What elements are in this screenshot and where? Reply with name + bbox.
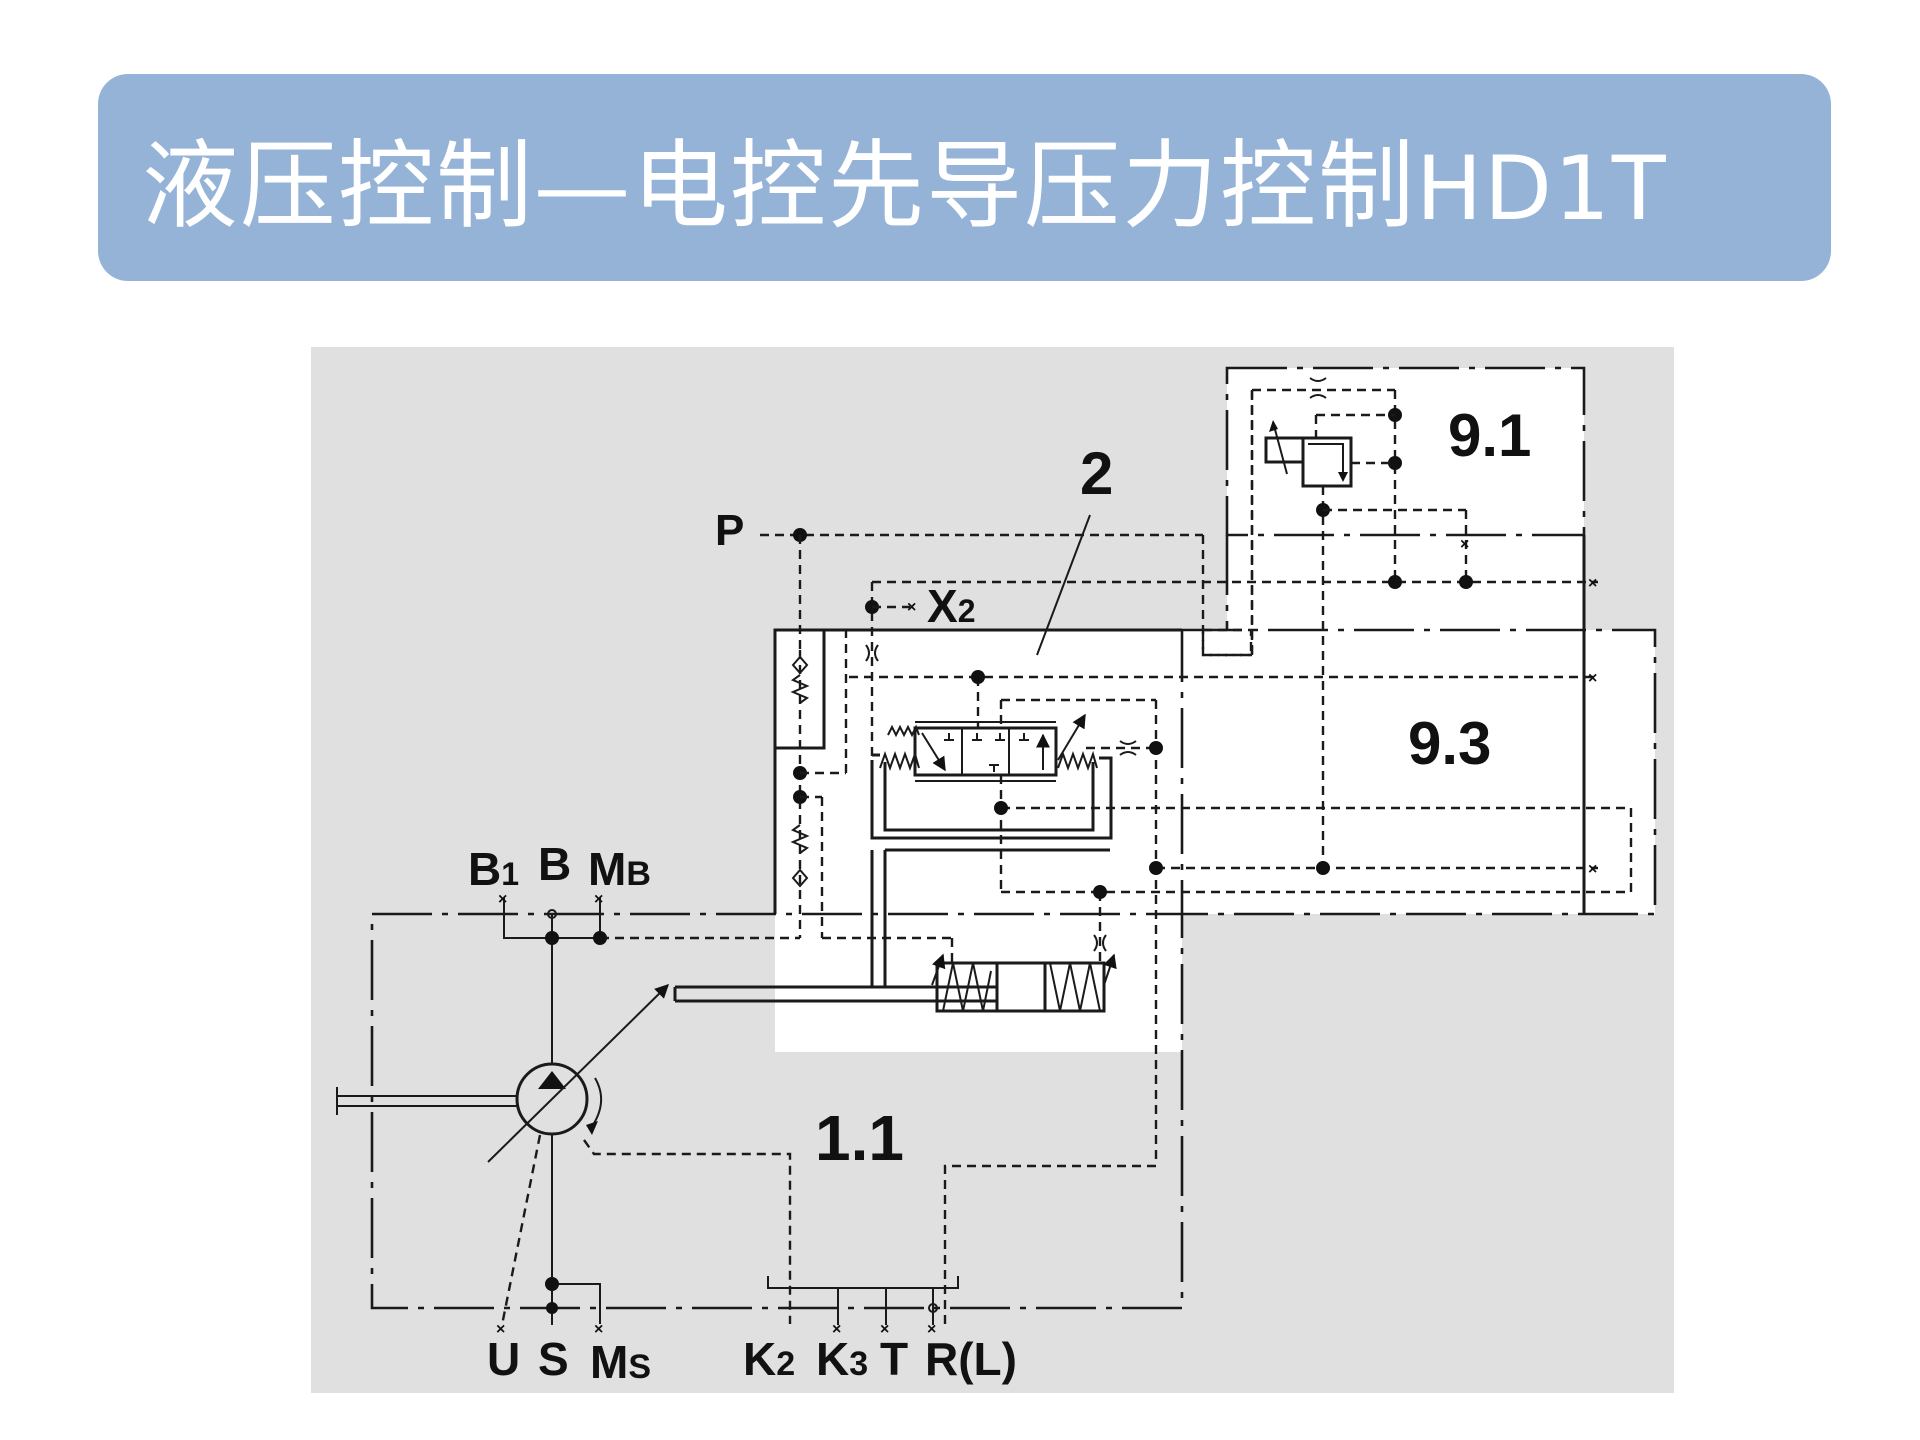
title-cjk: 液压控制—电控先导压力控制 (142, 130, 1416, 242)
port-k3-label: K3 (816, 1333, 868, 1385)
port-ms-sub: S (628, 1348, 651, 1386)
spring-icon (1057, 750, 1098, 771)
check-valve-column (600, 628, 954, 963)
port-b1-sub: 1 (501, 856, 519, 892)
port-b1-main: B (468, 843, 501, 895)
title-banner: 液压控制—电控先导压力控制HD1T (98, 74, 1831, 281)
port-k3-main: K (816, 1333, 849, 1385)
port-x-marker: × (1588, 670, 1597, 687)
orifice-icon (1093, 934, 1107, 952)
port-x2-sub: 2 (958, 593, 976, 629)
port-p-label: P (715, 506, 744, 555)
port-x-marker: × (1588, 861, 1597, 878)
module-9-3-label: 9.3 (1408, 710, 1491, 777)
pilot-block-label-group: 2 (1036, 440, 1113, 656)
port-x2-label: X2 (927, 580, 975, 632)
check-valve-icon (790, 655, 810, 704)
port-x-marker: × (1588, 575, 1597, 592)
slide-title: 液压控制—电控先导压力控制HD1T (98, 108, 1668, 247)
module-9-3-boundary (1180, 628, 1657, 916)
port-mb-main: M (588, 843, 626, 895)
port-mb-label: MB (588, 843, 651, 895)
svg-text:×: × (927, 1321, 936, 1338)
spring-icon (887, 724, 920, 738)
port-x-marker: × (907, 599, 916, 616)
orifice-icon (865, 644, 879, 662)
port-ms-main: M (590, 1336, 628, 1388)
stroke-feedback-linkage (870, 753, 1113, 987)
main-pressure-lines (500, 898, 1156, 1326)
variable-displacement-pump-icon (336, 984, 669, 1163)
module-9-1-boundary (1225, 366, 1586, 914)
module-9-1-label: 9.1 (1448, 402, 1531, 469)
port-k2-main: K (743, 1333, 776, 1385)
orifice-icon (1309, 377, 1327, 399)
port-k2-sub: 2 (776, 1345, 795, 1383)
svg-text:×: × (498, 891, 507, 908)
pilot-block-label: 2 (1080, 440, 1113, 507)
title-model-code: HD1T (1416, 137, 1668, 240)
svg-text:×: × (880, 1321, 889, 1338)
pump-unit-label: 1.1 (815, 1102, 904, 1174)
port-labels: P X2 B1 B MB U S MS K2 K3 T R(L) 1.1 (468, 506, 1017, 1388)
port-markers: × × × × × × × (496, 891, 936, 1338)
port-t-label: T (880, 1333, 908, 1385)
port-k2-label: K2 (743, 1333, 795, 1385)
port-b1-label: B1 (468, 843, 519, 895)
port-x2-main: X (927, 580, 958, 632)
proportional-directional-valve-icon (879, 670, 1163, 1165)
port-b-label: B (538, 838, 571, 890)
svg-text:×: × (594, 891, 603, 908)
svg-text:×: × (594, 1321, 603, 1338)
drive-shaft-icon (336, 1087, 517, 1115)
module-9-1-internals: × × 9.1 (1250, 377, 1597, 868)
svg-text:×: × (496, 1321, 505, 1338)
port-ms-label: MS (590, 1336, 651, 1388)
check-valve-icon (790, 824, 810, 888)
x2-line: × (865, 580, 1598, 775)
port-mb-sub: B (626, 855, 651, 893)
port-u-label: U (487, 1333, 520, 1385)
port-k3-sub: 3 (849, 1345, 868, 1383)
orifice-icon (1119, 740, 1137, 756)
port-rl-label: R(L) (925, 1333, 1017, 1385)
spring-icon (1049, 962, 1101, 1012)
port-s-label: S (538, 1333, 569, 1385)
svg-text:×: × (832, 1321, 841, 1338)
spring-icon (879, 750, 920, 771)
port-x-marker: × (1460, 536, 1469, 553)
control-cylinder-icon (673, 885, 1117, 1013)
